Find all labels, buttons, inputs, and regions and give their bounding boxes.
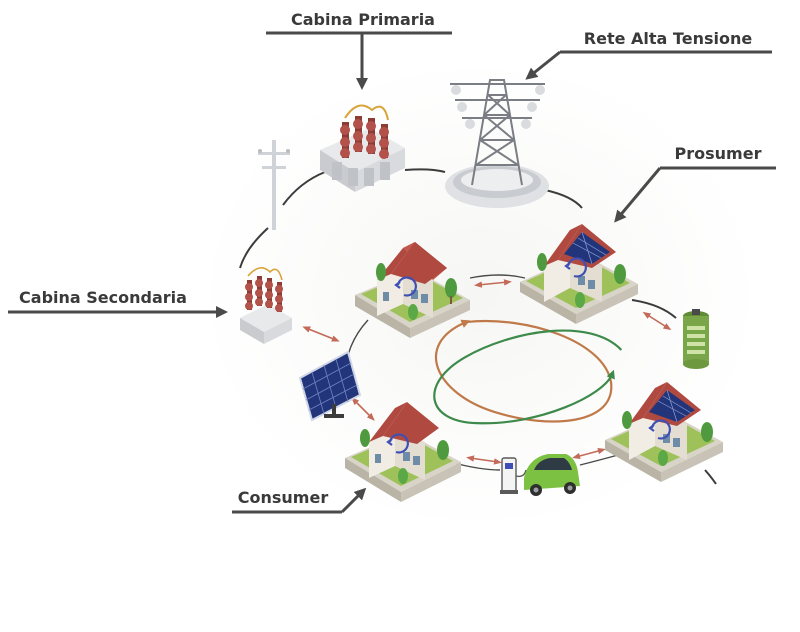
energy-exchange-orbits (433, 319, 623, 425)
consumer-label: Consumer (238, 488, 329, 507)
label-pointers (8, 31, 776, 514)
house-icon (345, 402, 461, 502)
utility-pole-icon (258, 140, 290, 230)
solar-house-icon (520, 224, 638, 324)
primary-substation-label: Cabina Primaria (291, 10, 435, 29)
solar-panel-icon (298, 350, 362, 422)
secondary-transformer-icon (240, 267, 292, 344)
distribution-cable (239, 168, 717, 485)
transmission-tower-icon (445, 79, 549, 208)
primary-transformer-icon (320, 104, 405, 192)
electric-car-icon (524, 454, 580, 496)
house-icon (355, 242, 470, 338)
secondary-substation-label: Cabina Secondaria (19, 288, 187, 307)
solar-house-icon (605, 382, 723, 482)
battery-icon (683, 309, 709, 369)
energy-flow-arrows (302, 279, 672, 465)
energy-cycle-icon (386, 257, 671, 454)
high-voltage-grid-label: Rete Alta Tensione (584, 29, 753, 48)
prosumer-label: Prosumer (675, 144, 762, 163)
ev-charger-icon (500, 457, 527, 494)
